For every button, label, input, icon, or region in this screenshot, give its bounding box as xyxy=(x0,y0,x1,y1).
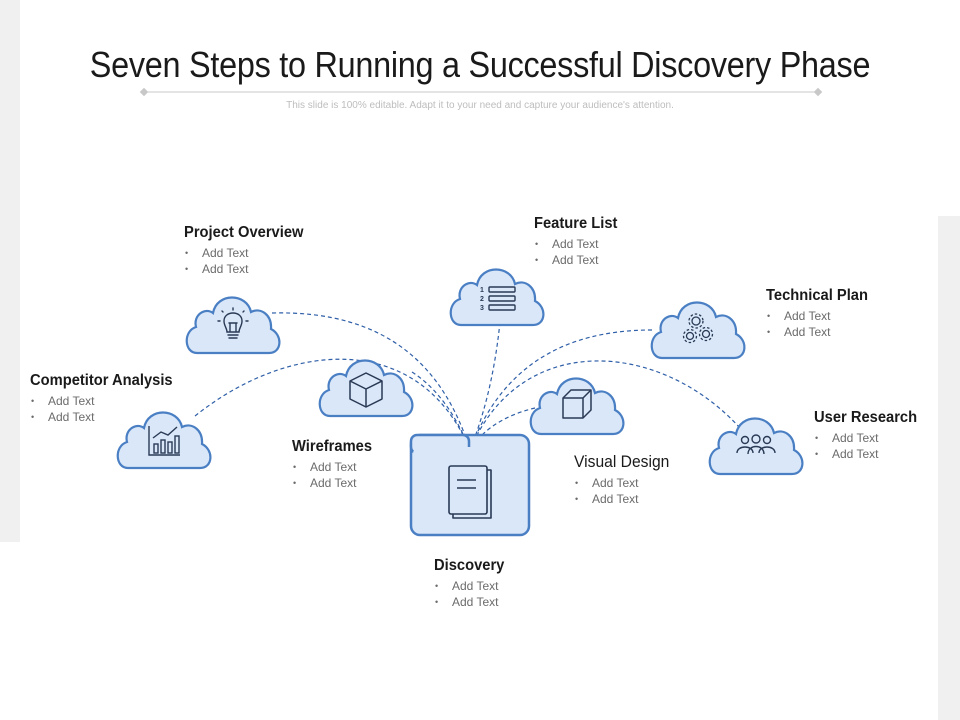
list-item: Add Text xyxy=(184,245,314,261)
list-item: Add Text xyxy=(574,475,678,491)
list-item: Add Text xyxy=(30,393,185,409)
title-divider xyxy=(139,87,823,97)
connector-project-overview xyxy=(271,312,471,451)
heading-discovery: Discovery xyxy=(434,557,505,574)
list-item: Add Text xyxy=(814,446,926,462)
heading-project-overview: Project Overview xyxy=(184,224,304,241)
users-icon xyxy=(736,434,776,455)
discovery-box xyxy=(409,433,531,537)
numbered-list-icon: 1 2 3 xyxy=(480,286,516,312)
label-feature-list: Feature List Add Text Add Text xyxy=(534,215,625,268)
slide-subtitle: This slide is 100% editable. Adapt it to… xyxy=(286,100,674,111)
connector-technical-plan xyxy=(469,329,653,451)
label-wireframes: Wireframes Add Text Add Text xyxy=(292,438,379,491)
box-icon xyxy=(562,389,592,419)
list-wireframes: Add Text Add Text xyxy=(292,459,379,491)
list-item: Add Text xyxy=(434,594,511,610)
lightbulb-icon xyxy=(217,307,249,339)
list-item: Add Text xyxy=(184,261,314,277)
list-item: Add Text xyxy=(534,236,625,252)
cloud-competitor-analysis xyxy=(116,411,212,470)
left-background-strip xyxy=(0,0,20,542)
connector-wireframes xyxy=(411,371,471,451)
list-item: Add Text xyxy=(292,475,379,491)
list-user-research: Add Text Add Text xyxy=(814,430,926,462)
label-discovery: Discovery Add Text Add Text xyxy=(434,557,511,610)
right-background-strip xyxy=(938,216,960,720)
list-item: Add Text xyxy=(766,324,877,340)
book-icon xyxy=(448,465,492,519)
heading-visual-design: Visual Design xyxy=(574,452,670,471)
list-item: Add Text xyxy=(814,430,926,446)
slide-title: Seven Steps to Running a Successful Disc… xyxy=(89,44,871,85)
list-item: Add Text xyxy=(292,459,379,475)
list-item: Add Text xyxy=(534,252,625,268)
label-technical-plan: Technical Plan Add Text Add Text xyxy=(766,287,877,340)
svg-text:1: 1 xyxy=(480,287,484,294)
heading-feature-list: Feature List xyxy=(534,215,618,232)
cube-icon xyxy=(349,372,383,408)
heading-technical-plan: Technical Plan xyxy=(766,287,868,304)
list-discovery: Add Text Add Text xyxy=(434,578,511,610)
cloud-feature-list: 1 2 3 xyxy=(449,268,545,327)
gears-icon xyxy=(682,313,714,344)
cloud-wireframes xyxy=(318,359,414,418)
list-item: Add Text xyxy=(766,308,877,324)
list-item: Add Text xyxy=(434,578,511,594)
heading-user-research: User Research xyxy=(814,409,918,426)
list-project-overview: Add Text Add Text xyxy=(184,245,314,277)
list-item: Add Text xyxy=(30,409,185,425)
heading-wireframes: Wireframes xyxy=(292,438,373,455)
svg-text:2: 2 xyxy=(480,296,484,303)
list-competitor-analysis: Add Text Add Text xyxy=(30,393,185,425)
list-technical-plan: Add Text Add Text xyxy=(766,308,877,340)
label-competitor-analysis: Competitor Analysis Add Text Add Text xyxy=(30,372,185,425)
list-feature-list: Add Text Add Text xyxy=(534,236,625,268)
cloud-project-overview xyxy=(185,296,281,355)
list-item: Add Text xyxy=(574,491,678,507)
cloud-visual-design xyxy=(529,377,625,436)
list-visual-design: Add Text Add Text xyxy=(574,475,678,507)
connector-feature-list xyxy=(469,321,501,451)
heading-competitor-analysis: Competitor Analysis xyxy=(30,372,173,389)
cloud-user-research xyxy=(708,417,804,476)
label-project-overview: Project Overview Add Text Add Text xyxy=(184,224,314,277)
svg-text:3: 3 xyxy=(480,305,484,312)
label-user-research: User Research Add Text Add Text xyxy=(814,409,926,462)
label-visual-design: Visual Design Add Text Add Text xyxy=(574,452,678,507)
cloud-technical-plan xyxy=(650,301,746,360)
bar-chart-icon xyxy=(148,426,180,456)
